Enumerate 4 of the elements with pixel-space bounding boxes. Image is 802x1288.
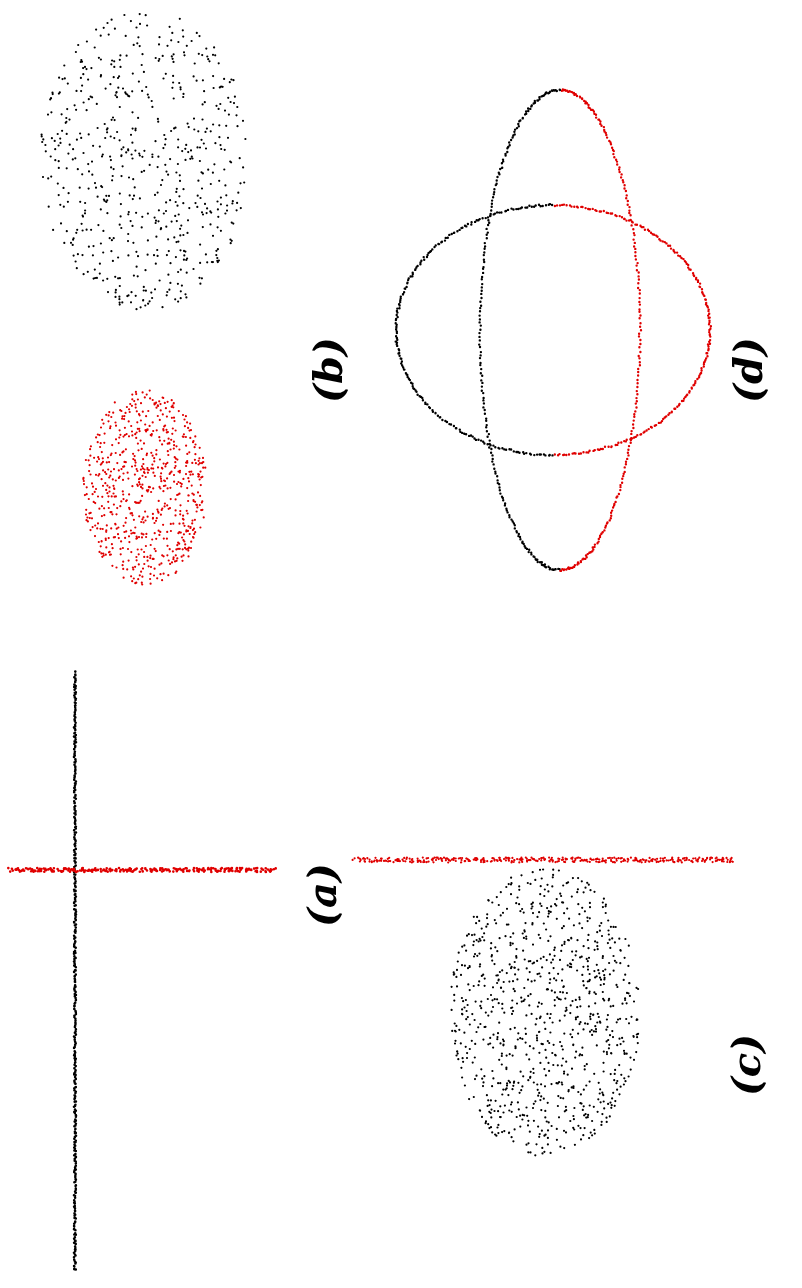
panel-label: (a) bbox=[301, 863, 342, 927]
panel-label: (c) bbox=[726, 1033, 767, 1097]
panel-label: (b) bbox=[307, 337, 348, 403]
panel-label: (d) bbox=[727, 337, 768, 403]
